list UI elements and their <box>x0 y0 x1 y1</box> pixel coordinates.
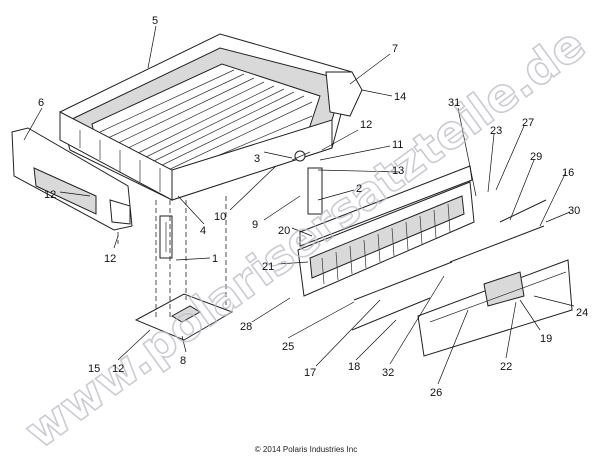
callout-31: 31 <box>448 97 460 109</box>
callout-11: 11 <box>392 139 403 151</box>
callout-10: 10 <box>214 211 226 223</box>
callout-14: 14 <box>394 91 406 103</box>
callout-4: 4 <box>200 225 206 237</box>
callout-26: 26 <box>430 387 442 399</box>
callout-12: 12 <box>104 253 116 265</box>
tailgate-outer-panel <box>417 259 573 357</box>
rods <box>351 199 547 331</box>
callout-30: 30 <box>568 205 580 217</box>
cargo-box <box>59 33 363 201</box>
callout-5: 5 <box>152 15 158 27</box>
callout-3: 3 <box>254 153 260 165</box>
callout-12: 12 <box>44 189 56 201</box>
callout-13: 13 <box>392 165 404 177</box>
latch-assembly <box>291 150 323 215</box>
callout-23: 23 <box>490 125 502 137</box>
callout-15: 15 <box>88 363 100 375</box>
tailgate-inner-frame <box>297 165 475 297</box>
callout-24: 24 <box>576 307 588 319</box>
callout-6: 6 <box>38 97 44 109</box>
callout-18: 18 <box>348 361 360 373</box>
callout-17: 17 <box>304 367 316 379</box>
callout-29: 29 <box>530 151 542 163</box>
floor-plate <box>134 293 234 341</box>
callout-7: 7 <box>392 43 398 55</box>
mount-bracket <box>159 215 173 259</box>
callout-2: 2 <box>356 183 362 195</box>
dashed-guides <box>117 196 227 320</box>
copyright-notice: © 2014 Polaris Industries Inc <box>255 445 357 454</box>
callout-19: 19 <box>540 333 552 345</box>
callout-32: 32 <box>382 367 394 379</box>
callout-22: 22 <box>500 361 512 373</box>
callout-8: 8 <box>180 355 186 367</box>
side-panel-left <box>11 127 133 231</box>
callout-labels: 5 7 14 6 12 11 13 3 2 10 9 4 12 1 12 20 … <box>38 15 588 399</box>
leader-lines <box>23 25 575 385</box>
callout-9: 9 <box>252 219 258 231</box>
callout-12: 12 <box>112 363 124 375</box>
callout-27: 27 <box>522 117 534 129</box>
callout-16: 16 <box>562 167 574 179</box>
callout-28: 28 <box>240 321 252 333</box>
callout-21: 21 <box>262 261 274 273</box>
callout-20: 20 <box>278 225 290 237</box>
callout-1: 1 <box>212 253 218 265</box>
callout-12: 12 <box>360 119 372 131</box>
callout-25: 25 <box>282 341 294 353</box>
